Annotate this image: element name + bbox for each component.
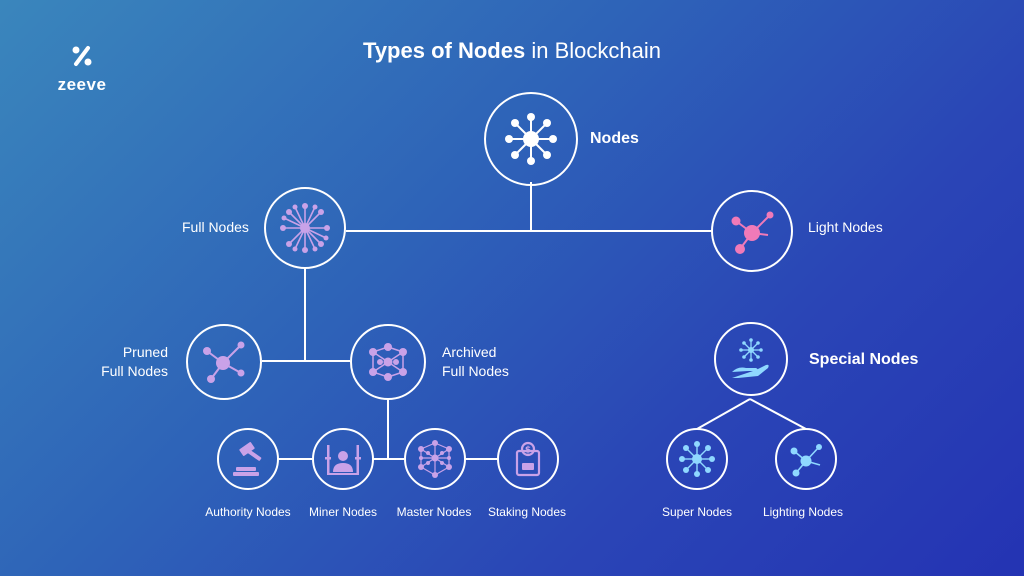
special-nodes-circle [714,322,788,396]
zeeve-logo-icon [72,46,92,66]
hand-network-icon [732,338,769,378]
molecule-icon [731,211,774,254]
archived-label-line2: Full Nodes [442,363,509,379]
miner-nodes-circle [312,428,374,490]
miner-nodes-label: Miner Nodes [308,505,378,519]
master-nodes-label: Master Nodes [396,505,472,519]
pruned-full-nodes-circle [186,324,262,400]
title-rest: in Blockchain [531,38,661,63]
brand-name: zeeve [57,75,107,94]
pruned-full-nodes-label: Pruned Full Nodes [100,343,168,381]
authority-nodes-label: Authority Nodes [205,505,291,519]
network-hub-icon [679,441,715,477]
clipboard-coin-icon: $ [515,441,541,477]
light-nodes-circle [711,190,793,272]
worker-icon [325,445,361,475]
pruned-label-line1: Pruned [122,344,168,360]
neural-grid-icon [369,343,407,381]
archived-full-nodes-circle [350,324,426,400]
nodes-circle [484,92,578,186]
staking-nodes-label: Staking Nodes [487,505,567,519]
special-nodes-label: Special Nodes [809,351,919,368]
authority-nodes-circle [217,428,279,490]
archived-full-nodes-label: Archived Full Nodes [442,343,509,381]
molecule-icon [790,444,822,477]
mesh-network-icon [418,440,452,478]
archived-label-line1: Archived [442,344,497,360]
super-nodes-label: Super Nodes [661,505,733,519]
light-nodes-label: Light Nodes [808,219,883,235]
title-bold: Types of Nodes [363,38,526,63]
network-hub-icon [505,113,557,165]
lighting-nodes-label: Lighting Nodes [762,505,844,519]
master-nodes-circle [404,428,466,490]
full-nodes-circle [264,187,346,269]
nodes-label: Nodes [590,130,639,147]
super-nodes-circle [666,428,728,490]
page-title: Types of Nodes in Blockchain [0,38,1024,64]
staking-nodes-circle: $ [497,428,559,490]
starburst-network-icon [280,203,330,253]
pruned-label-line2: Full Nodes [101,363,168,379]
svg-text:$: $ [525,446,531,456]
molecule-icon [203,341,245,383]
zeeve-logo: zeeve [52,44,112,95]
lighting-nodes-circle [775,428,837,490]
gavel-icon [233,442,262,476]
full-nodes-label: Full Nodes [182,219,249,235]
